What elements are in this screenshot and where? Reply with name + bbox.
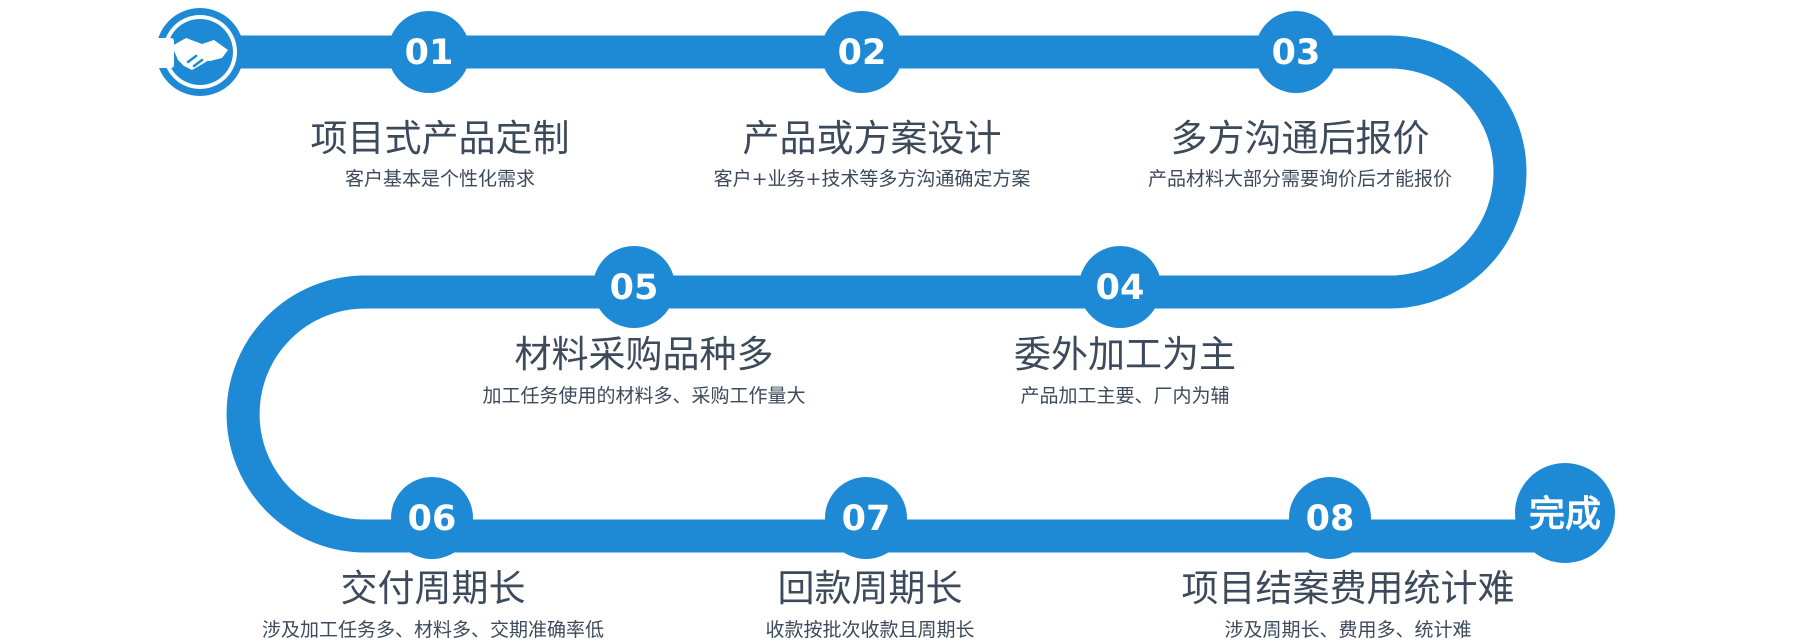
step-title: 委外加工为主: [1014, 333, 1236, 376]
step-08: 08 项目结案费用统计难 涉及周期长、费用多、统计难: [1182, 477, 1515, 641]
step-desc: 收款按批次收款且周期长: [765, 619, 974, 641]
step-04: 04 委外加工为主 产品加工主要、厂内为辅: [1014, 246, 1236, 407]
step-title: 材料采购品种多: [515, 333, 774, 376]
step-title: 多方沟通后报价: [1171, 117, 1430, 160]
step-desc: 客户+业务+技术等多方沟通确定方案: [714, 168, 1031, 190]
step-07: 07 回款周期长 收款按批次收款且周期长: [765, 477, 975, 641]
step-title: 交付周期长: [341, 567, 526, 610]
end-label: 完成: [1529, 494, 1601, 535]
end-node: 完成: [1515, 463, 1615, 563]
step-desc: 加工任务使用的材料多、采购工作量大: [482, 385, 805, 407]
step-title: 产品或方案设计: [743, 117, 1002, 160]
step-number: 08: [1306, 499, 1355, 539]
step-title: 项目式产品定制: [311, 117, 570, 160]
start-node: [152, 8, 244, 96]
step-number: 04: [1096, 268, 1145, 308]
step-01: 01 项目式产品定制 客户基本是个性化需求: [311, 11, 570, 190]
step-desc: 产品加工主要、厂内为辅: [1020, 385, 1229, 407]
step-title: 项目结案费用统计难: [1182, 567, 1515, 610]
step-number: 02: [838, 33, 887, 73]
step-06: 06 交付周期长 涉及加工任务多、材料多、交期准确率低: [262, 477, 604, 641]
step-desc: 涉及加工任务多、材料多、交期准确率低: [262, 619, 604, 641]
step-number: 03: [1272, 33, 1321, 73]
step-02: 02 产品或方案设计 客户+业务+技术等多方沟通确定方案: [714, 11, 1031, 190]
step-05: 05 材料采购品种多 加工任务使用的材料多、采购工作量大: [482, 246, 806, 407]
flow-path: [200, 35, 1560, 553]
step-03: 03 多方沟通后报价 产品材料大部分需要询价后才能报价: [1148, 11, 1452, 190]
step-title: 回款周期长: [778, 567, 963, 610]
step-number: 06: [408, 499, 457, 539]
step-desc: 涉及周期长、费用多、统计难: [1224, 619, 1471, 641]
step-number: 01: [405, 33, 454, 73]
step-desc: 客户基本是个性化需求: [345, 168, 535, 190]
handshake-icon: [152, 38, 228, 70]
step-desc: 产品材料大部分需要询价后才能报价: [1148, 168, 1452, 190]
step-number: 07: [842, 499, 891, 539]
step-number: 05: [610, 268, 659, 308]
